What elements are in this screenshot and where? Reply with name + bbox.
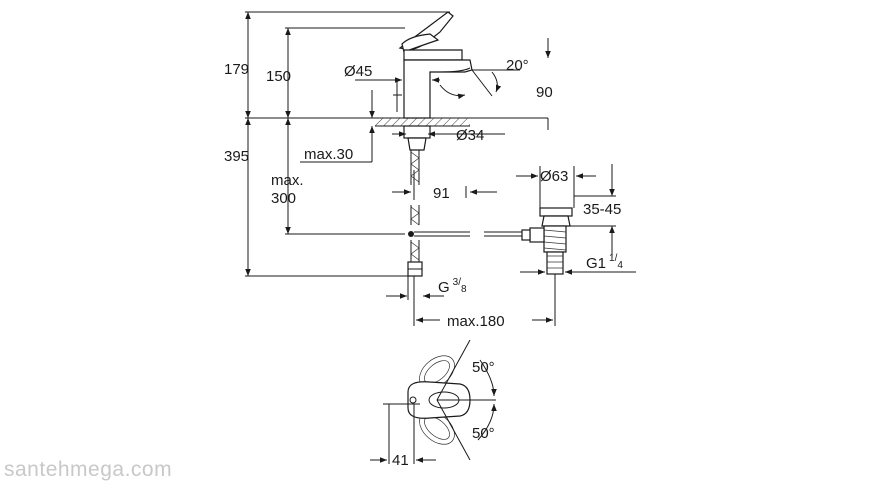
dim-35-45: 35-45 xyxy=(583,201,621,218)
dim-max30: max.30 xyxy=(304,146,353,163)
dim-90: 90 xyxy=(536,84,553,101)
dim-angle-50-upper: 50° xyxy=(472,359,495,376)
dim-angle-50-lower: 50° xyxy=(472,425,495,442)
g38-num: 3 xyxy=(453,277,459,288)
waste-fitting xyxy=(521,207,573,275)
g1-slash: / xyxy=(615,253,618,264)
g38-den: 8 xyxy=(461,284,467,295)
g38-slash: / xyxy=(458,277,461,288)
watermark: santehmega.com xyxy=(4,458,173,481)
dim-179: 179 xyxy=(224,61,249,78)
dim-max300-line2: 300 xyxy=(271,190,296,207)
dim-150: 150 xyxy=(266,68,291,85)
dim-dia63: Ø63 xyxy=(540,168,568,185)
g1-num: 1 xyxy=(609,253,615,264)
faucet-body xyxy=(393,11,473,119)
dim-dia45: Ø45 xyxy=(344,63,372,80)
supply-hose xyxy=(407,150,423,277)
dim-91: 91 xyxy=(433,185,450,202)
dim-angle-20: 20° xyxy=(506,57,529,74)
popup-rod xyxy=(285,231,522,237)
dim-41: 41 xyxy=(392,452,409,469)
dim-max300-line1: max. xyxy=(271,172,304,189)
plan-view xyxy=(370,339,497,464)
dimension-lines xyxy=(245,11,636,326)
g1-den: 4 xyxy=(617,260,623,271)
dim-dia34: Ø34 xyxy=(456,127,484,144)
g1-base: G1 xyxy=(586,255,606,272)
dim-395: 395 xyxy=(224,148,249,165)
dim-max180: max.180 xyxy=(447,313,505,330)
counter-top xyxy=(245,117,548,151)
g38-base: G xyxy=(438,279,450,296)
